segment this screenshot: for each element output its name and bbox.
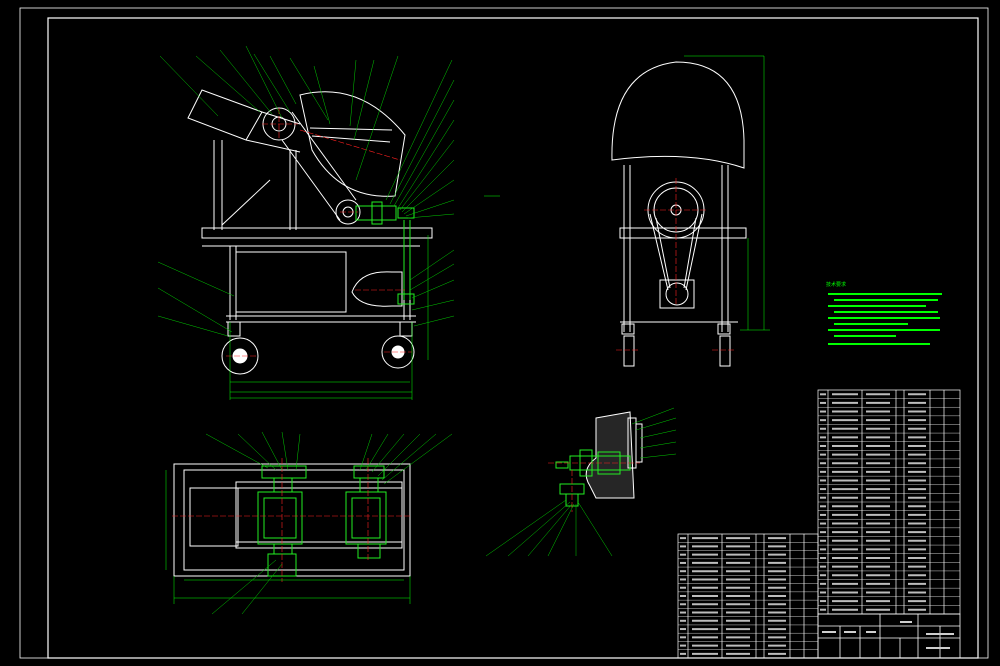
plan-view — [173, 463, 411, 577]
detail-center-lines — [548, 462, 640, 512]
notes-body — [828, 293, 942, 345]
side-dimensions — [684, 55, 770, 331]
v-belt-right — [685, 213, 703, 291]
front-wheel-left — [221, 321, 259, 375]
plan-center-lines — [172, 458, 412, 582]
lower-cabinet — [235, 251, 347, 313]
motor-pulley — [665, 282, 689, 306]
table-top — [201, 227, 433, 239]
side-crossbar — [619, 227, 747, 239]
notes-title: 技术要求 — [826, 281, 846, 288]
lower-drum — [335, 199, 361, 225]
drive-assembly — [355, 201, 415, 305]
outer-border — [19, 7, 989, 659]
front-leaders — [157, 45, 455, 337]
side-center-lines — [616, 178, 736, 351]
motor-housing — [351, 271, 403, 307]
plan-dimensions — [165, 470, 411, 604]
front-dimensions — [229, 195, 500, 400]
side-elevation — [611, 61, 747, 367]
detail-housing — [585, 411, 635, 499]
inner-border — [47, 17, 979, 659]
hopper — [299, 91, 406, 197]
front-center-lines — [226, 108, 412, 357]
conveyor-belt-upper — [291, 111, 357, 201]
side-caster-left — [621, 323, 635, 367]
motor-base — [659, 279, 695, 309]
detail-leaders — [485, 407, 677, 557]
front-wheel-right — [381, 321, 415, 369]
plan-hopper — [189, 487, 239, 547]
v-belt-left — [649, 213, 669, 291]
parts-list-right-rows — [818, 393, 960, 611]
parts-list-table-left — [677, 533, 819, 659]
plan-leaders — [205, 431, 453, 615]
side-caster-right — [717, 323, 731, 367]
technical-notes: 技术要求 — [826, 281, 942, 345]
drum-hood — [611, 61, 745, 169]
title-block — [817, 613, 961, 659]
conveyor-belt-lower — [281, 139, 341, 221]
parts-list-left-rows — [678, 537, 818, 655]
title-block-fills — [822, 621, 954, 649]
feed-chute — [187, 89, 263, 141]
detail-view — [585, 411, 643, 499]
front-elevation — [187, 89, 433, 375]
